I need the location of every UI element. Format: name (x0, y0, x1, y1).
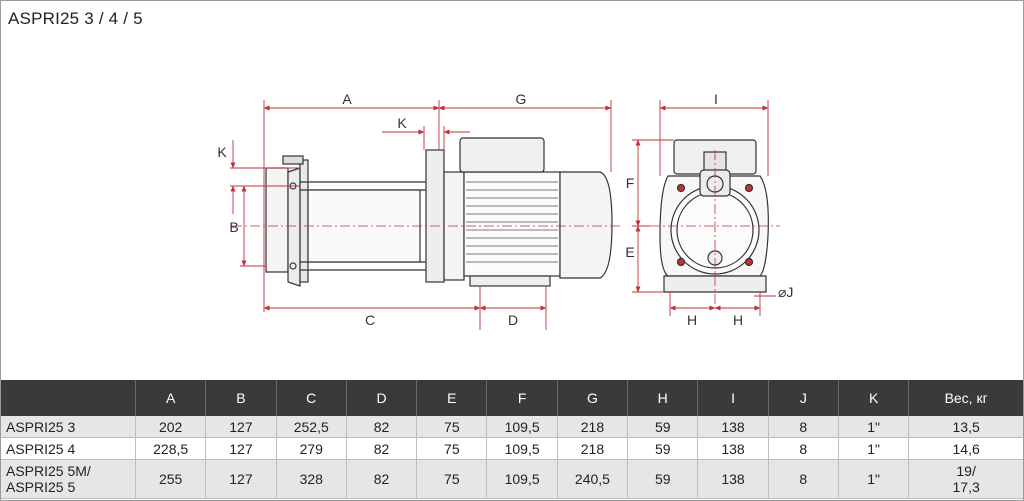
cell-a: 202 (135, 416, 207, 438)
header-e: E (416, 380, 488, 416)
table-header-row: A B C D E F G H I J K Вес, кг (1, 380, 1023, 416)
motor-body (463, 171, 561, 277)
cell-h: 59 (627, 437, 699, 460)
motor-end-cap (559, 171, 613, 279)
cell-a: 228,5 (135, 437, 207, 460)
header-a: A (135, 380, 207, 416)
cell-g: 240,5 (557, 459, 629, 499)
cell-k: 1" (838, 416, 910, 438)
page-title: ASPRI25 3 / 4 / 5 (8, 9, 143, 28)
cell-g: 218 (557, 437, 629, 460)
cell-b: 127 (205, 459, 277, 499)
cell-model: ASPRI25 5M/ASPRI25 5 (1, 459, 136, 499)
cell-k: 1" (838, 459, 910, 499)
dim-label-c: C (365, 312, 375, 328)
header-k: K (838, 380, 910, 416)
header-g: G (557, 380, 629, 416)
cell-f: 109,5 (486, 416, 558, 438)
header-d: D (346, 380, 418, 416)
cell-h: 59 (627, 416, 699, 438)
model-line-1: ASPRI25 5M/ (6, 463, 91, 479)
cell-c: 279 (276, 437, 347, 460)
model-line-2: ASPRI25 5 (6, 479, 76, 495)
cell-model: ASPRI25 3 (1, 416, 136, 438)
motor-foot (469, 275, 551, 287)
header-model (1, 380, 136, 416)
dim-label-e: E (625, 244, 634, 260)
dim-label-b: B (229, 219, 238, 235)
dim-label-f: F (626, 175, 635, 191)
cell-j: 8 (768, 437, 839, 460)
dim-label-j: ⌀J (778, 284, 793, 300)
cell-d: 82 (346, 416, 418, 438)
dim-label-d: D (508, 312, 518, 328)
cell-j: 8 (768, 416, 839, 438)
cell-g: 218 (557, 416, 629, 438)
cell-e: 75 (416, 416, 488, 438)
cell-weight: 14,6 (908, 437, 1023, 460)
header-c: C (276, 380, 347, 416)
header-j: J (768, 380, 839, 416)
inlet-plug (282, 155, 304, 165)
cell-f: 109,5 (486, 437, 558, 460)
front-view (659, 139, 769, 293)
dim-label-a: A (342, 91, 352, 107)
dim-label-g: G (516, 91, 527, 107)
cell-weight: 13,5 (908, 416, 1023, 438)
table-row: ASPRI25 5M/ASPRI25 5 255 127 328 82 75 1… (1, 459, 1023, 499)
cell-i: 138 (697, 437, 769, 460)
terminal-box (459, 137, 545, 173)
cell-i: 138 (697, 416, 769, 438)
header-h: H (627, 380, 699, 416)
cell-h: 59 (627, 459, 699, 499)
cell-d: 82 (346, 459, 418, 499)
cell-d: 82 (346, 437, 418, 460)
header-b: B (205, 380, 277, 416)
dim-label-k-left: K (217, 144, 227, 160)
cell-c: 328 (276, 459, 347, 499)
cell-a: 255 (135, 459, 207, 499)
cell-model: ASPRI25 4 (1, 437, 136, 460)
spec-table: A B C D E F G H I J K Вес, кг ASPRI25 3 … (1, 380, 1023, 499)
cell-b: 127 (205, 416, 277, 438)
weight-line-1: 19/ (956, 463, 976, 479)
side-view (265, 137, 613, 287)
dim-label-h-left: H (687, 312, 697, 328)
pump-technical-drawing: A G K K B C D (217, 91, 793, 330)
cell-f: 109,5 (486, 459, 558, 499)
header-i: I (697, 380, 769, 416)
cell-c: 252,5 (276, 416, 347, 438)
cell-e: 75 (416, 437, 488, 460)
outlet-flange (425, 149, 445, 283)
dim-label-i: I (714, 91, 718, 107)
header-f: F (486, 380, 558, 416)
cell-k: 1" (838, 437, 910, 460)
cell-j: 8 (768, 459, 839, 499)
cell-i: 138 (697, 459, 769, 499)
weight-line-2: 17,3 (952, 479, 980, 495)
dim-label-h-right: H (733, 312, 743, 328)
cell-b: 127 (205, 437, 277, 460)
dim-label-k-top: K (397, 115, 407, 131)
table-row: ASPRI25 4 228,5 127 279 82 75 109,5 218 … (1, 437, 1023, 460)
cell-e: 75 (416, 459, 488, 499)
header-weight: Вес, кг (908, 380, 1023, 416)
table-row: ASPRI25 3 202 127 252,5 82 75 109,5 218 … (1, 416, 1023, 438)
pump-head-left (265, 167, 289, 273)
cell-weight: 19/17,3 (908, 459, 1023, 499)
